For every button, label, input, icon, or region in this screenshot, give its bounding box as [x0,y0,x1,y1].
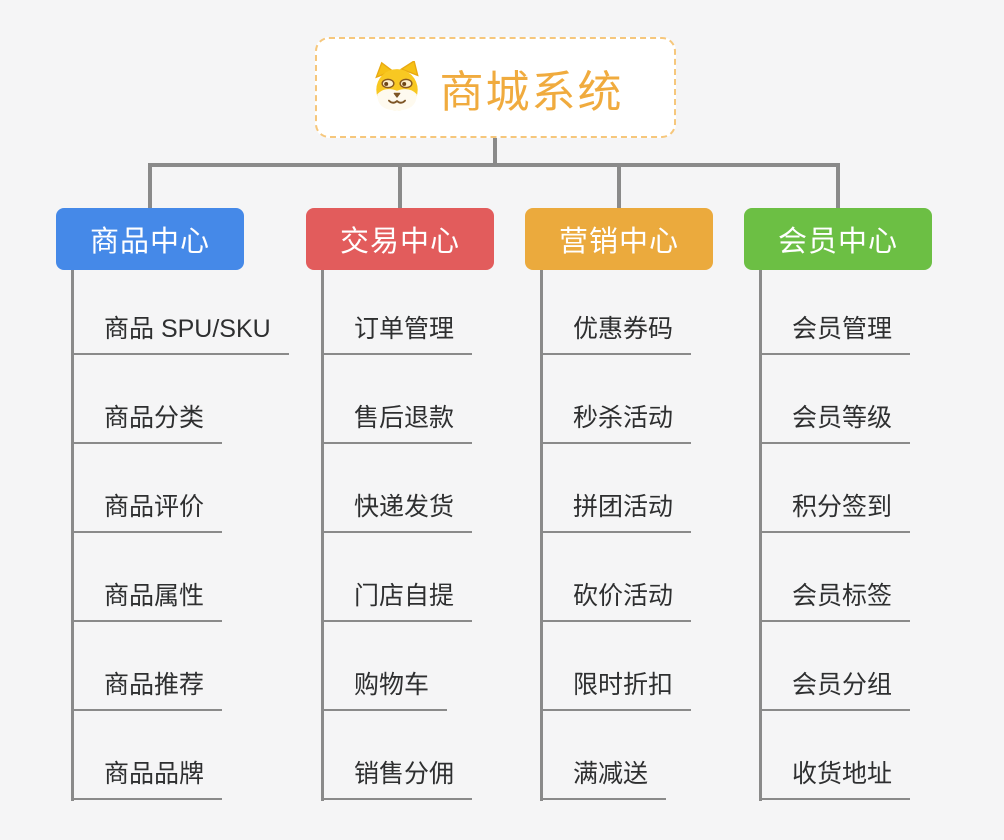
leaf-node[interactable]: 销售分佣 [322,754,473,800]
connector-trunk-marketing [540,270,543,801]
connector-drop-4 [836,163,840,208]
leaf-node[interactable]: 积分签到 [760,487,911,533]
leaf-node[interactable]: 会员标签 [760,576,911,622]
shiba-dog-icon [374,60,419,110]
leaf-node[interactable]: 商品属性 [72,576,223,622]
leaf-node[interactable]: 商品推荐 [72,665,223,711]
leaf-node[interactable]: 秒杀活动 [541,398,692,444]
leaf-node[interactable]: 快递发货 [322,487,473,533]
connector-horizontal-bar [148,163,840,167]
leaf-node[interactable]: 门店自提 [322,576,473,622]
connector-drop-1 [148,163,152,208]
leaf-node[interactable]: 订单管理 [322,309,473,355]
leaf-node[interactable]: 会员等级 [760,398,911,444]
connector-trunk-product [71,270,74,801]
leaf-node[interactable]: 商品评价 [72,487,223,533]
branch-node-member[interactable]: 会员中心 [744,208,932,270]
leaf-node[interactable]: 砍价活动 [541,576,692,622]
leaf-node[interactable]: 满减送 [541,754,667,800]
leaf-node[interactable]: 收货地址 [760,754,911,800]
leaf-node[interactable]: 商品品牌 [72,754,223,800]
leaf-node[interactable]: 优惠券码 [541,309,692,355]
branch-node-trade[interactable]: 交易中心 [306,208,494,270]
leaf-node[interactable]: 拼团活动 [541,487,692,533]
leaf-node[interactable]: 商品 SPU/SKU [72,309,289,355]
leaf-node[interactable]: 售后退款 [322,398,473,444]
connector-drop-3 [617,163,621,208]
root-node-label: 商城系统 [439,67,624,117]
leaf-node[interactable]: 限时折扣 [541,665,692,711]
leaf-node[interactable]: 会员分组 [760,665,911,711]
connector-trunk-member [759,270,762,801]
branch-node-marketing[interactable]: 营销中心 [525,208,713,270]
leaf-node[interactable]: 会员管理 [760,309,911,355]
branch-node-product[interactable]: 商品中心 [56,208,244,270]
connector-trunk-trade [321,270,324,801]
connector-root-stub [493,138,497,167]
root-node[interactable]: 商城系统 [315,37,676,138]
connector-drop-2 [398,163,402,208]
leaf-node[interactable]: 购物车 [322,665,448,711]
leaf-node[interactable]: 商品分类 [72,398,223,444]
